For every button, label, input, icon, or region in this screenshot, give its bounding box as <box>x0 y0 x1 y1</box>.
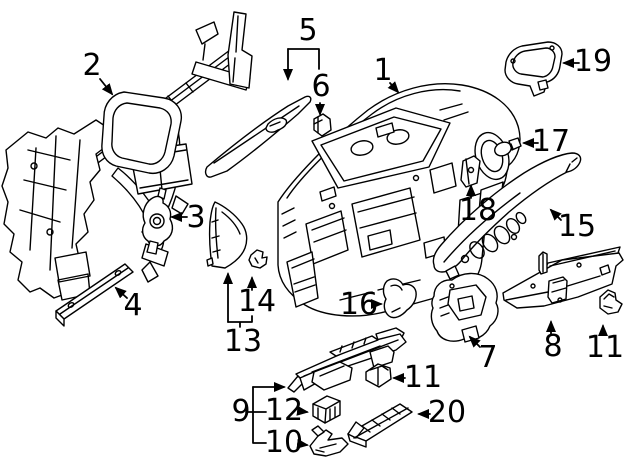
part-3-bracket-drawing <box>141 187 174 255</box>
callout-8[interactable]: 8 <box>543 329 563 364</box>
part-19-speaker-unit-drawing <box>504 41 563 97</box>
callout-13-bracket <box>227 315 253 328</box>
part-5-trim-strip-drawing <box>204 95 312 178</box>
callout-arrows <box>99 48 608 449</box>
part-2-crossmember-frame-drawing <box>1 11 253 301</box>
callout-4[interactable]: 4 <box>123 288 143 323</box>
part-16-lower-trim-drawing <box>382 278 417 319</box>
part-17-bulb-drawing <box>494 137 522 157</box>
callout-1[interactable]: 1 <box>373 53 393 88</box>
part-18-clip-drawing <box>460 155 481 188</box>
callout-13[interactable]: 13 <box>223 324 263 359</box>
part-20-duct-cover-drawing <box>347 403 413 448</box>
callout-9-bracket <box>245 386 267 444</box>
part-7-column-shroud-drawing <box>430 272 499 343</box>
callout-10-arrow <box>296 438 309 449</box>
callout-9[interactable]: 9 <box>231 394 251 429</box>
callout-15-arrow <box>549 208 562 221</box>
part-12-connector-drawing <box>312 395 341 424</box>
callout-2[interactable]: 2 <box>82 48 102 83</box>
callout-7-arrow <box>468 335 481 348</box>
part-8-glovebox-frame-drawing <box>502 246 624 309</box>
callout-4-arrow <box>114 286 128 299</box>
part-15-defroster-trim-drawing <box>432 152 582 280</box>
part-14-clip-drawing <box>248 249 268 269</box>
part-11-clip-right-drawing <box>599 289 623 315</box>
callout-11-middle[interactable]: 11 <box>403 360 443 395</box>
callout-11-right[interactable]: 11 <box>585 330 625 365</box>
callout-2-arrow <box>99 78 114 96</box>
callout-15[interactable]: 15 <box>557 209 597 244</box>
callout-14[interactable]: 14 <box>237 284 277 319</box>
callout-17[interactable]: 17 <box>531 124 571 159</box>
callout-5-bracket <box>287 48 320 70</box>
part-11-clip-middle-drawing <box>365 363 392 388</box>
part-9-duct-assembly-drawing <box>287 327 407 393</box>
part-13-pillar-trim-drawing <box>206 201 248 269</box>
callout-10[interactable]: 10 <box>264 425 304 460</box>
part-10-clip-drawing <box>309 425 349 457</box>
callout-12[interactable]: 12 <box>264 393 304 428</box>
callout-1-arrow <box>387 81 400 94</box>
callout-3[interactable]: 3 <box>186 200 206 235</box>
callout-18[interactable]: 18 <box>458 193 498 228</box>
callout-7[interactable]: 7 <box>478 340 498 375</box>
callout-20[interactable]: 20 <box>427 395 467 430</box>
part-6-clip-drawing <box>313 113 332 137</box>
part-4-support-strip-drawing <box>55 263 134 327</box>
callout-19[interactable]: 19 <box>573 44 613 79</box>
callout-6[interactable]: 6 <box>311 69 331 104</box>
callout-16[interactable]: 16 <box>339 287 379 322</box>
callout-12-arrow <box>296 405 309 416</box>
callout-5[interactable]: 5 <box>298 13 318 48</box>
